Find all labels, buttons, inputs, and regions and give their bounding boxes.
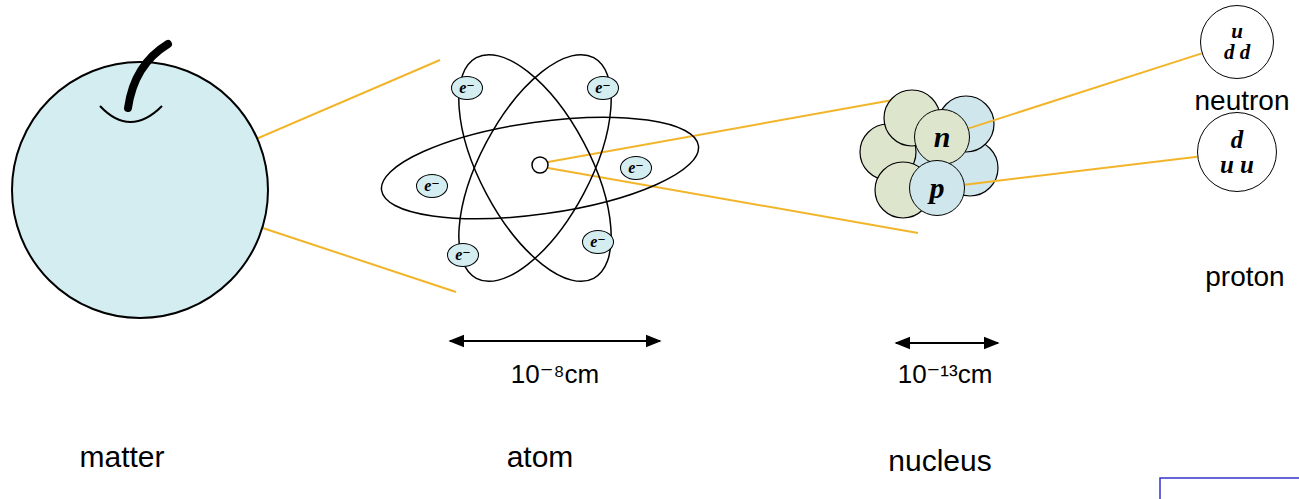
leader-line [969, 53, 1202, 128]
leader-line [548, 168, 918, 233]
orbit [375, 100, 705, 236]
node-text: d [1231, 127, 1244, 152]
proton-ball: p [909, 160, 965, 216]
node-text: p [930, 173, 945, 203]
orbit [428, 32, 642, 304]
apple-dimple [100, 106, 162, 122]
level-name: nucleus [888, 444, 991, 477]
apple-stem [128, 44, 168, 108]
neutron-quarks: ud d [1200, 5, 1274, 79]
node-text: e⁻ [459, 80, 475, 96]
node-text: e⁻ [595, 80, 611, 96]
node-text: d d [1224, 42, 1250, 63]
dimension-arrow [450, 340, 660, 342]
neutron-ball: n [914, 109, 970, 165]
apple [12, 62, 268, 318]
electron: e⁻ [587, 76, 619, 100]
node-text: e⁻ [590, 234, 606, 250]
electron: e⁻ [447, 243, 479, 267]
level-name: atom [507, 440, 574, 473]
dimension: 10⁻⁸cm [511, 360, 599, 389]
electron: e⁻ [416, 174, 448, 198]
orbit [428, 32, 642, 304]
node-text: n [934, 122, 951, 152]
node-text: e⁻ [628, 160, 644, 176]
dimension: 10⁻¹³cm [898, 360, 993, 389]
electron: e⁻ [451, 76, 483, 100]
level-name: matter [79, 440, 164, 473]
node-text: e⁻ [424, 178, 440, 194]
particle-name: neutron [1195, 86, 1290, 117]
proton-quarks: du u [1197, 112, 1277, 192]
electron: e⁻ [620, 156, 652, 180]
node-text: u u [1220, 152, 1254, 177]
dimension-arrow [896, 342, 998, 344]
electron: e⁻ [582, 230, 614, 254]
node-text: u [1231, 21, 1243, 42]
particle-name: proton [1205, 262, 1284, 293]
node-text: e⁻ [455, 247, 471, 263]
atom-nucleus [532, 157, 548, 173]
leader-line [965, 157, 1197, 185]
corner-box [1160, 478, 1299, 499]
